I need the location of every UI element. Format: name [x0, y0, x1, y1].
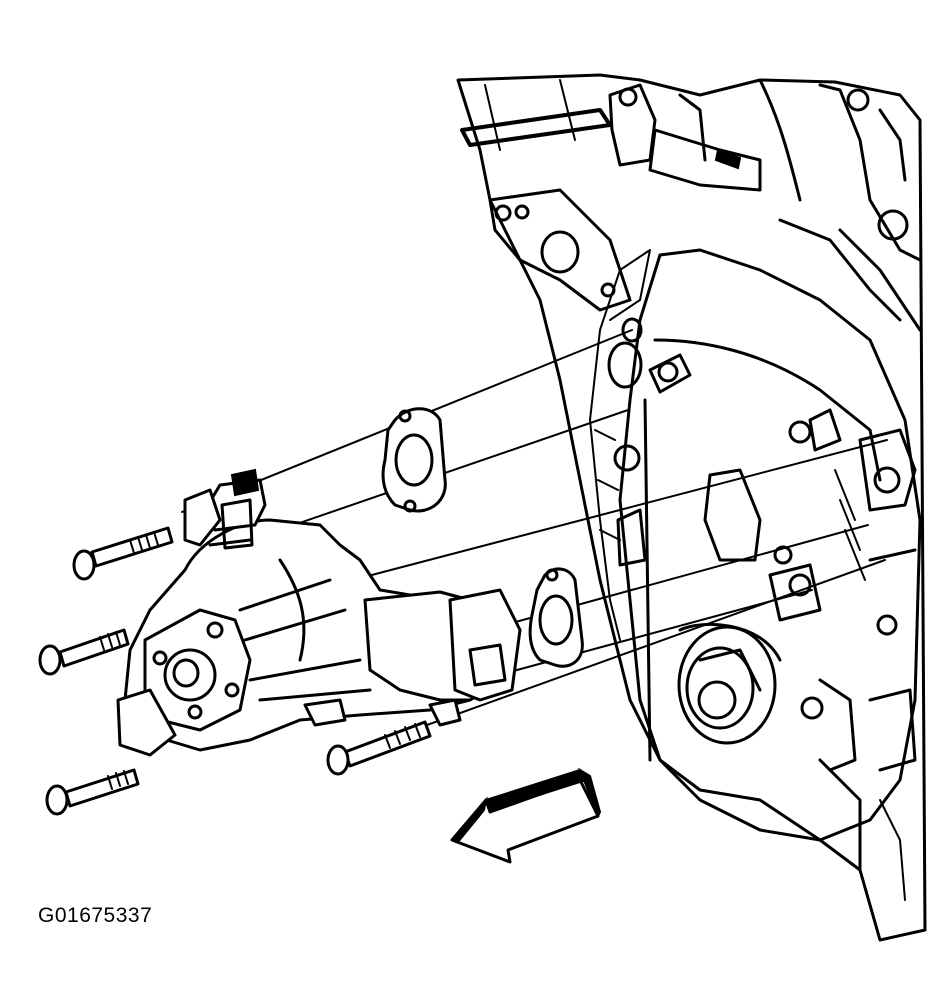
- bolt-middle: [38, 628, 130, 676]
- bolt-lower-left: [45, 768, 140, 816]
- front-direction-arrow-icon: [450, 767, 602, 864]
- water-pump: [116, 468, 522, 757]
- lower-gasket: [528, 567, 584, 668]
- figure-id-label: G01675337: [38, 904, 153, 927]
- bolt-lower-right: [326, 720, 432, 776]
- engine-front-cover: [456, 73, 927, 942]
- bolts: [38, 526, 432, 816]
- upper-gasket: [381, 407, 447, 513]
- bolt-upper: [72, 526, 174, 581]
